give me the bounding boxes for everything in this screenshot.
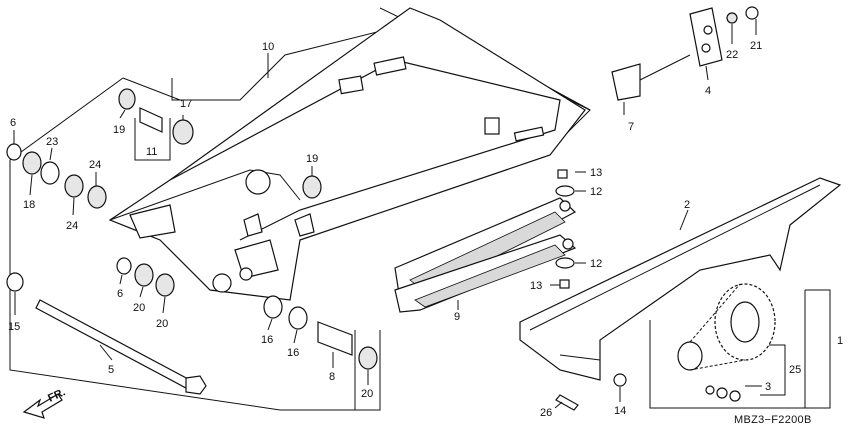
label-24a: 24	[89, 159, 101, 171]
label-16b: 16	[287, 347, 299, 359]
drive-chain	[677, 283, 776, 402]
label-13a: 13	[590, 167, 602, 179]
label-26: 26	[540, 407, 552, 419]
label-19a: 19	[113, 124, 125, 136]
diagram-code: MBZ3−F2200B	[734, 414, 812, 426]
label-10: 10	[262, 41, 274, 53]
label-3: 3	[765, 381, 771, 393]
label-25: 25	[789, 364, 801, 376]
chain-case	[519, 177, 842, 381]
front-label: FR.	[46, 386, 67, 404]
label-17: 17	[180, 98, 192, 110]
label-12a: 12	[590, 186, 602, 198]
leader-lines	[13, 19, 762, 409]
label-11: 11	[146, 146, 157, 158]
label-18: 18	[23, 199, 35, 211]
label-19b: 19	[306, 153, 318, 165]
label-20c: 20	[361, 388, 373, 400]
chain-adjuster	[611, 6, 759, 101]
label-24b: 24	[66, 220, 78, 232]
label-9: 9	[454, 311, 460, 323]
label-8: 8	[329, 371, 335, 383]
label-20b: 20	[156, 318, 168, 330]
label-22: 22	[726, 49, 738, 61]
small-bolts	[555, 169, 627, 411]
label-12b: 12	[590, 258, 602, 270]
label-21: 21	[750, 40, 762, 52]
label-16a: 16	[261, 334, 273, 346]
chain-slider	[394, 197, 577, 313]
label-23: 23	[46, 136, 58, 148]
swingarm	[108, 7, 586, 301]
label-1: 1	[837, 335, 843, 347]
label-5: 5	[108, 364, 114, 376]
label-15: 15	[8, 321, 20, 333]
label-13b: 13	[530, 280, 542, 292]
label-7: 7	[628, 121, 634, 133]
part-labels: 10 6 23 24 18 24 19 17 11 19 7 4 22 21 1…	[8, 40, 843, 419]
label-2: 2	[684, 199, 690, 211]
label-14: 14	[614, 405, 626, 417]
label-4: 4	[705, 85, 711, 97]
front-arrow-icon: FR.	[22, 386, 67, 419]
label-6a: 6	[10, 117, 16, 129]
pivot-bolt	[35, 299, 207, 395]
label-20a: 20	[133, 302, 145, 314]
label-6b: 6	[117, 288, 123, 300]
